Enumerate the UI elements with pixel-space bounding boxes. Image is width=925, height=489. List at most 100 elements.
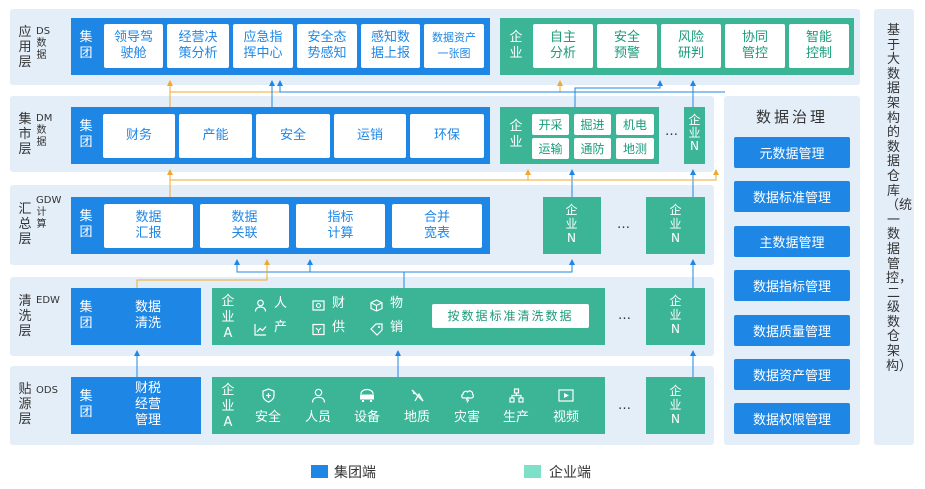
ods-group-label: 集团 xyxy=(79,389,93,420)
edw-ent-item-label: 人 xyxy=(274,296,288,311)
ds-ent-item-4[interactable]: 智能控制 xyxy=(789,24,849,68)
edw-ent-n-block[interactable] xyxy=(646,288,705,345)
ods-ent-item-label: 设备 xyxy=(354,410,381,425)
dm-ent-item-3[interactable]: 运输 xyxy=(532,138,569,159)
edw-ent-item-2[interactable]: 物 xyxy=(370,296,410,312)
gdw-ent-1-block[interactable] xyxy=(543,197,601,254)
edw-ent-item-3[interactable]: 产 xyxy=(254,320,294,336)
ods-ent-block xyxy=(212,377,605,434)
ods-ent-item-5[interactable]: 生产 xyxy=(501,388,531,426)
ods-ent-label: 企业A xyxy=(221,383,235,430)
ods-ent-item-2[interactable]: 设备 xyxy=(352,388,382,426)
ods-ent-item-label: 生产 xyxy=(503,410,530,425)
supply-icon xyxy=(312,321,325,336)
dm-ent-item-1[interactable]: 掘进 xyxy=(574,114,611,135)
ods-ent-item-4[interactable]: 灾害 xyxy=(452,388,482,426)
edw-ent-item-label: 物 xyxy=(390,296,404,311)
device-icon xyxy=(359,388,375,403)
gdw-group-item-2[interactable]: 指标计算 xyxy=(296,204,385,248)
governance-item-metadata[interactable]: 元数据管理 xyxy=(734,137,850,168)
dm-ent-item-2[interactable]: 机电 xyxy=(616,114,654,135)
ds-group-item-2[interactable]: 应急指挥中心 xyxy=(233,24,293,68)
governance-item-asset[interactable]: 数据资产管理 xyxy=(734,359,850,390)
ds-ent-item-2[interactable]: 风险研判 xyxy=(661,24,721,68)
governance-item-standard[interactable]: 数据标准管理 xyxy=(734,181,850,212)
governance-item-permission[interactable]: 数据权限管理 xyxy=(734,403,850,434)
edw-ent-n-label: 企业N xyxy=(669,294,682,336)
edw-ent-item-label: 财 xyxy=(332,296,346,311)
layer-name-dm: 集市层 xyxy=(18,112,32,157)
legend-label-enterprise: 企业端 xyxy=(549,465,591,481)
ds-group-item-3[interactable]: 安全态势感知 xyxy=(297,24,357,68)
ods-ent-item-0[interactable]: 安全 xyxy=(253,388,283,426)
ods-ent-item-label: 人员 xyxy=(305,410,332,425)
ds-ent-item-1[interactable]: 安全预警 xyxy=(597,24,657,68)
gdw-group-item-1[interactable]: 数据关联 xyxy=(200,204,289,248)
edw-group-item[interactable]: 数据清洗 xyxy=(134,300,161,331)
edw-ent-item-1[interactable]: 财 xyxy=(312,296,352,312)
gdw-group-item-3[interactable]: 合并宽表 xyxy=(392,204,482,248)
edw-ent-item-0[interactable]: 人 xyxy=(254,296,294,312)
dm-group-item-2[interactable]: 安全 xyxy=(256,114,330,158)
legend-swatch-enterprise xyxy=(524,465,541,478)
ds-ent-label: 企业 xyxy=(509,30,523,61)
legend-label-group: 集团端 xyxy=(334,465,376,481)
dm-group-item-4[interactable]: 环保 xyxy=(410,114,484,158)
geology-icon xyxy=(410,388,425,403)
finance-icon xyxy=(312,297,325,311)
governance-item-master[interactable]: 主数据管理 xyxy=(734,226,850,257)
edw-clean-label[interactable]: 按数据标准清洗数据 xyxy=(432,304,589,328)
ds-group-item-5[interactable]: 数据资产一张图 xyxy=(424,24,484,68)
dm-ent-label: 企业 xyxy=(509,119,523,150)
ods-ellipsis: … xyxy=(618,398,631,413)
governance-item-indicator[interactable]: 数据指标管理 xyxy=(734,270,850,301)
ods-group-item[interactable]: 财税经营管理 xyxy=(134,381,161,428)
sales-icon xyxy=(370,321,383,336)
ds-ent-item-0[interactable]: 自主分析 xyxy=(533,24,593,68)
ods-ent-item-label: 安全 xyxy=(255,410,282,425)
gdw-group-label: 集团 xyxy=(79,209,93,240)
legend-swatch-group xyxy=(311,465,328,478)
edw-group-block xyxy=(71,288,201,345)
layer-code-ds: DS数据 xyxy=(36,26,51,61)
gdw-ent-n-block[interactable] xyxy=(646,197,705,254)
gdw-group-item-0[interactable]: 数据汇报 xyxy=(104,204,193,248)
ods-ent-item-3[interactable]: 地质 xyxy=(402,388,432,426)
production-icon xyxy=(509,388,524,403)
dm-group-item-0[interactable]: 财务 xyxy=(103,114,175,158)
gdw-ellipsis: … xyxy=(617,217,630,232)
ds-group-item-4[interactable]: 感知数据上报 xyxy=(361,24,420,68)
dm-group-item-3[interactable]: 运销 xyxy=(334,114,406,158)
ods-ent-item-label: 地质 xyxy=(404,410,431,425)
dm-ent-item-4[interactable]: 通防 xyxy=(574,138,611,159)
edw-ent-item-label: 产 xyxy=(274,320,288,335)
edw-ent-item-4[interactable]: 供 xyxy=(312,320,352,336)
ds-group-item-0[interactable]: 领导驾驶舱 xyxy=(104,24,163,68)
dm-ent-item-0[interactable]: 开采 xyxy=(532,114,569,135)
dm-ent-n-block[interactable] xyxy=(684,107,705,164)
ds-group-item-1[interactable]: 经营决策分析 xyxy=(167,24,229,68)
ods-ent-n-label: 企业N xyxy=(669,384,682,426)
governance-title: 数据治理 xyxy=(755,108,828,126)
governance-item-quality[interactable]: 数据质量管理 xyxy=(734,315,850,346)
ods-ent-item-6[interactable]: 视频 xyxy=(551,388,581,426)
dm-group-label: 集团 xyxy=(79,119,93,150)
person-icon xyxy=(311,388,326,403)
layer-code-dm: DM数据 xyxy=(36,113,53,148)
production-icon xyxy=(254,321,267,336)
ods-group-block xyxy=(71,377,201,434)
dm-group-item-1[interactable]: 产能 xyxy=(179,114,252,158)
ods-ent-item-label: 灾害 xyxy=(454,410,481,425)
gdw-ent-n-label: 企业N xyxy=(669,203,682,245)
dm-ent-n-label: 企业N xyxy=(688,113,701,153)
edw-ent-item-5[interactable]: 销 xyxy=(370,320,410,336)
edw-ellipsis: … xyxy=(618,308,631,323)
ods-ent-n-block[interactable] xyxy=(646,377,705,434)
ds-ent-item-3[interactable]: 协同管控 xyxy=(725,24,785,68)
ds-group-label: 集团 xyxy=(79,30,93,61)
shield-icon xyxy=(261,388,276,403)
dm-ent-item-5[interactable]: 地测 xyxy=(616,138,654,159)
ods-ent-item-1[interactable]: 人员 xyxy=(303,388,333,426)
gdw-ent-1-label: 企业N xyxy=(565,203,578,245)
